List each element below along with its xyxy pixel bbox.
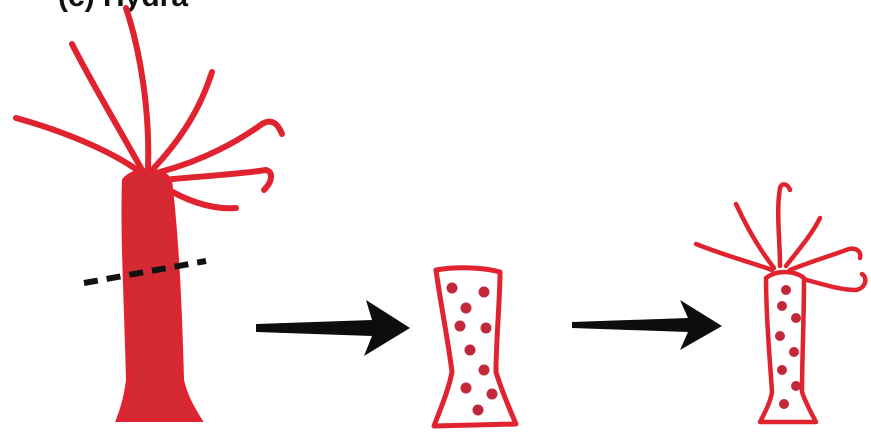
cell-spot: [791, 381, 801, 391]
tentacle: [69, 41, 145, 173]
cell-spot: [775, 331, 785, 341]
cell-spot: [460, 302, 472, 314]
cell-spot: [781, 285, 791, 295]
cell-spot: [779, 399, 789, 409]
tentacle: [151, 69, 215, 171]
cell-spot: [464, 344, 476, 356]
tentacle: [733, 201, 777, 271]
cell-spot: [472, 404, 484, 416]
cell-spot: [791, 313, 801, 323]
panel-label-text: (c) Hydra: [58, 0, 188, 13]
cell-spot: [460, 382, 472, 394]
tentacle: [693, 241, 775, 273]
regenerated-spots: [775, 285, 801, 409]
arrow-2: [572, 300, 722, 350]
cell-spot: [777, 301, 787, 311]
cell-spot: [478, 286, 490, 298]
tentacle: [783, 215, 823, 269]
cell-spot: [446, 282, 458, 294]
tentacles: [693, 182, 868, 293]
cell-spot: [480, 322, 492, 334]
regenerated-body-outline: [757, 269, 819, 425]
tentacle: [787, 246, 863, 273]
body-fragment: [431, 265, 519, 429]
cell-spot: [478, 364, 490, 376]
arrow-right-icon: [572, 300, 722, 350]
tentacle: [159, 167, 274, 193]
intact-hydra: [13, 5, 285, 422]
tentacle: [123, 5, 152, 171]
cell-spot: [789, 347, 799, 357]
cut-line: [83, 258, 207, 286]
tentacle: [775, 182, 793, 269]
hydra-body: [115, 168, 204, 422]
tentacle: [157, 118, 285, 175]
tentacle: [13, 115, 143, 175]
cell-spot: [486, 388, 498, 400]
panel-label: (c) Hydra: [58, 0, 188, 13]
cell-spot: [454, 320, 466, 332]
fragment-outline: [431, 265, 519, 429]
arrow-right-icon: [256, 300, 410, 356]
cell-spot: [777, 365, 787, 375]
fragment-spots: [446, 282, 498, 416]
regenerated-hydra: [693, 182, 868, 425]
arrow-1: [256, 300, 410, 356]
tentacle: [789, 271, 868, 293]
